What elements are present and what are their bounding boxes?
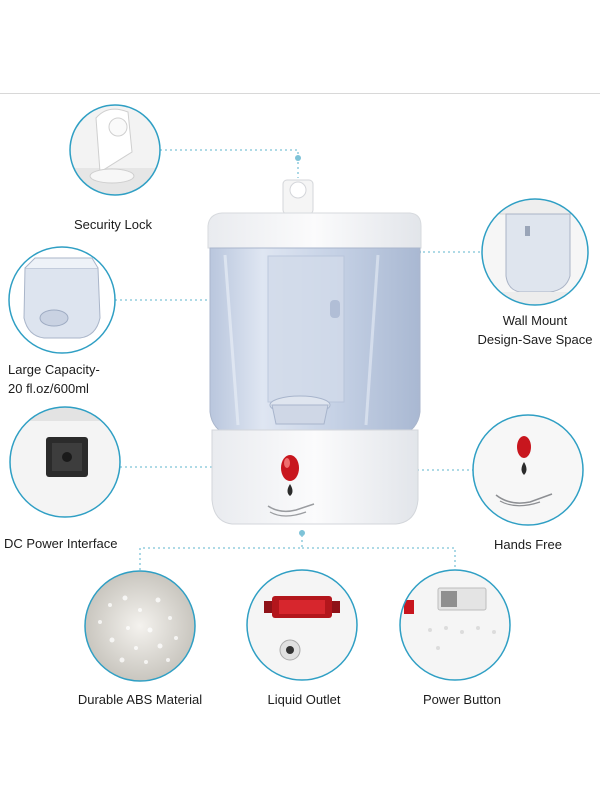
label-dc-power: DC Power Interface xyxy=(4,536,118,551)
wall-mount-detail xyxy=(481,198,589,306)
dc-power-detail xyxy=(9,406,121,518)
top-divider xyxy=(0,93,600,94)
capacity-detail xyxy=(8,246,116,354)
hands-free-detail xyxy=(472,414,584,526)
callout-lines xyxy=(115,149,482,571)
capacity-line-2: 20 fl.oz/600ml xyxy=(8,381,89,396)
label-large-capacity: Large Capacity- 20 fl.oz/600ml xyxy=(8,360,100,398)
wall-mount-line-2: Design-Save Space xyxy=(477,332,593,347)
security-lock-detail xyxy=(69,104,161,196)
label-power-button: Power Button xyxy=(422,692,502,707)
power-button-detail xyxy=(399,569,511,681)
liquid-outlet-detail xyxy=(246,569,358,681)
label-abs-material: Durable ABS Material xyxy=(77,692,203,707)
label-liquid-outlet: Liquid Outlet xyxy=(267,692,341,707)
dispenser-main xyxy=(207,179,422,525)
label-wall-mount: Wall Mount Design-Save Space xyxy=(478,311,593,349)
label-security-lock: Security Lock xyxy=(73,217,153,232)
wall-mount-line-1: Wall Mount xyxy=(502,313,568,328)
label-hands-free: Hands Free xyxy=(494,537,562,552)
top-lock-tab xyxy=(282,179,314,215)
abs-material-detail xyxy=(84,570,196,682)
capacity-line-1: Large Capacity- xyxy=(8,362,100,377)
